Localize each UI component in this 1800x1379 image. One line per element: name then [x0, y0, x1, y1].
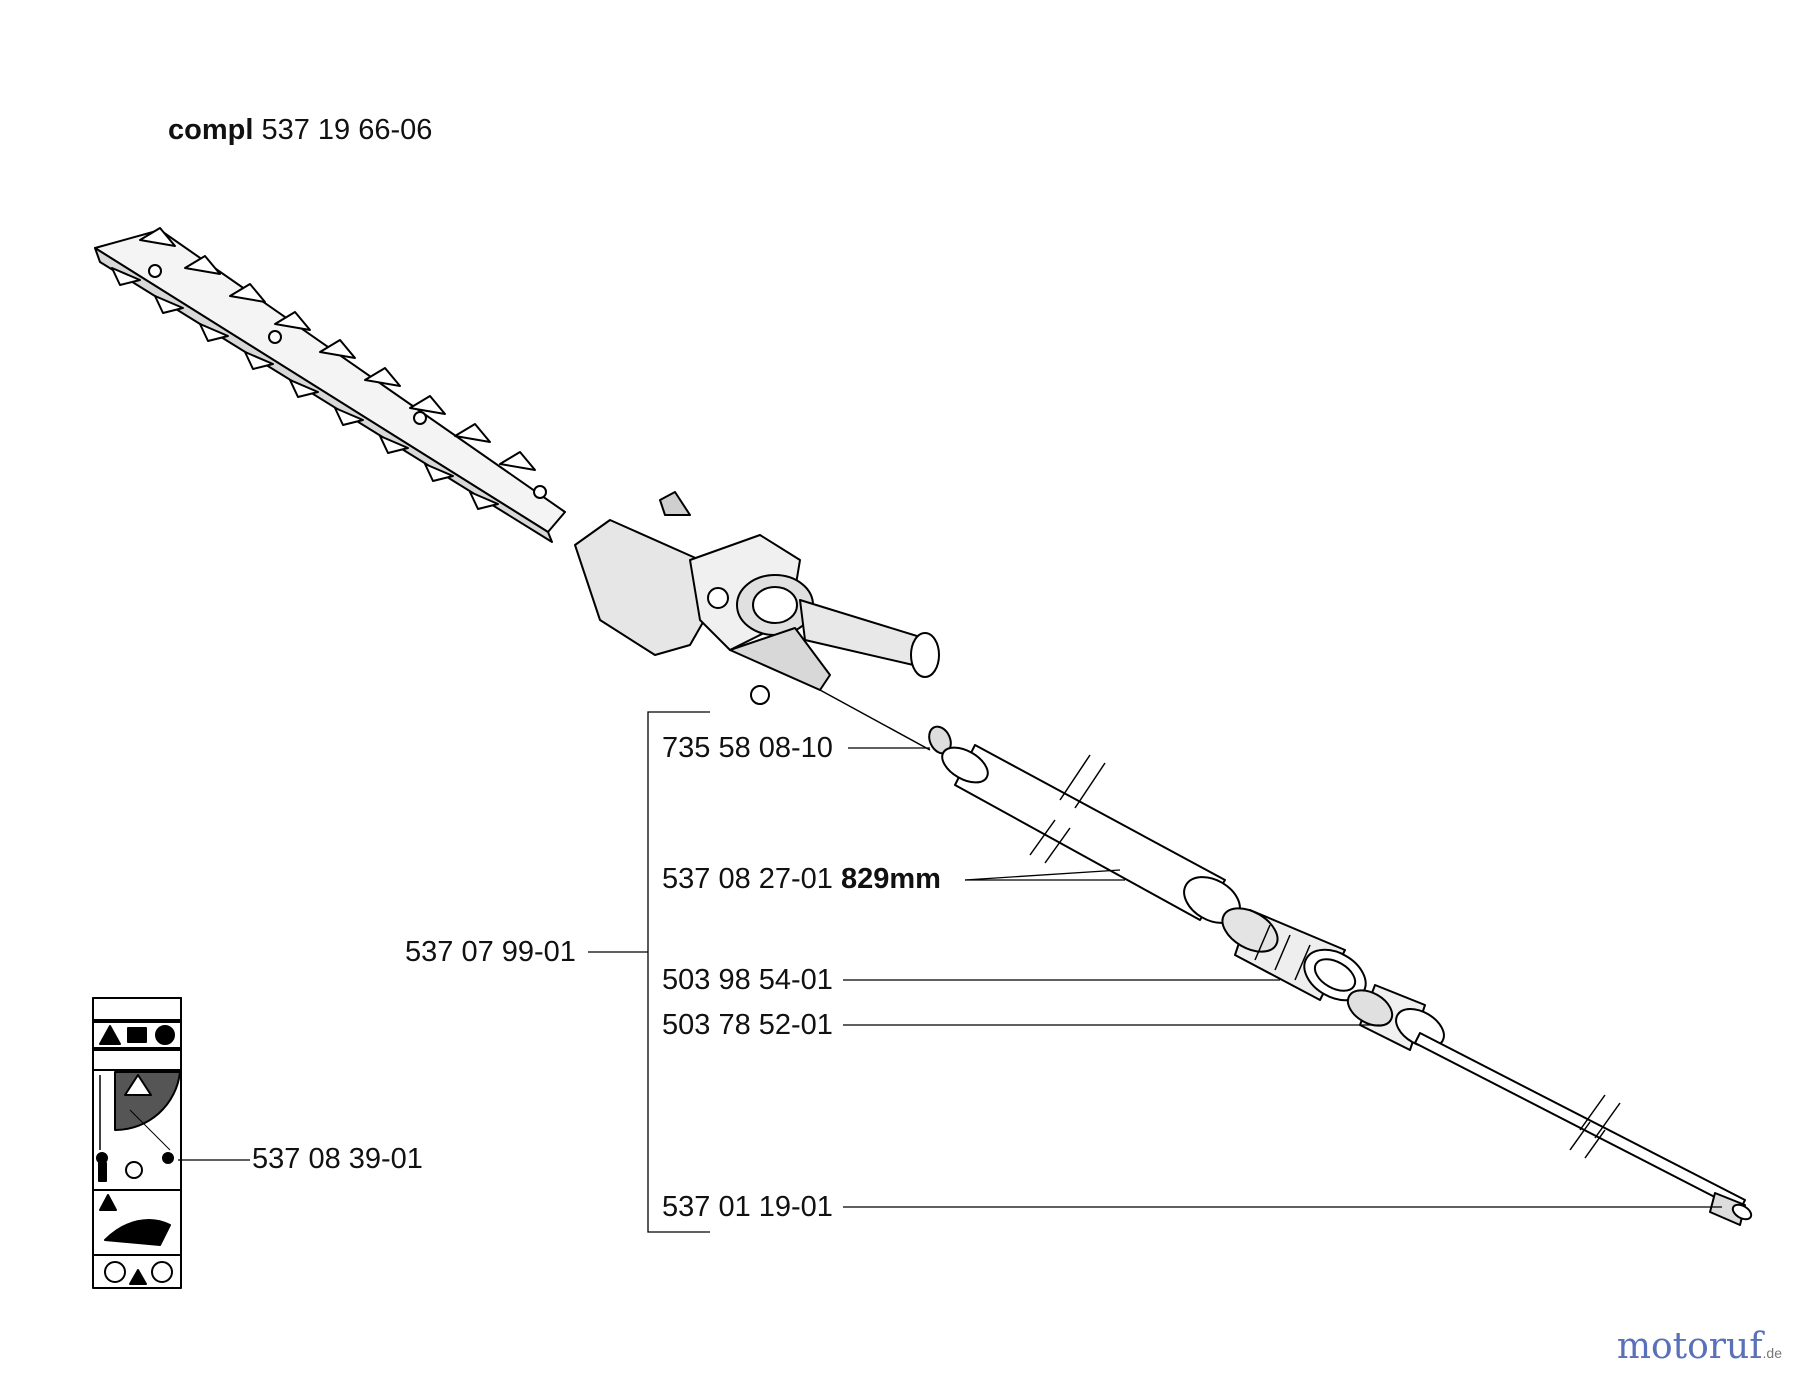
bushing-part: [1221, 907, 1367, 1002]
cutter-bar: [94, 227, 566, 543]
part-number-decal: 537 08 39-01: [252, 1143, 423, 1175]
part-number-tube: 537 08 27-01: [662, 863, 833, 895]
part-number-washer: 735 58 08-10: [662, 732, 833, 764]
warning-decal: [92, 997, 182, 1289]
tube-length: 829mm: [841, 863, 941, 895]
part-number-drive-shaft: 537 01 19-01: [662, 1191, 833, 1223]
compl-label: compl: [168, 114, 254, 146]
part-number-sleeve: 503 78 52-01: [662, 1009, 833, 1041]
part-number-assembly: 537 07 99-01: [405, 936, 576, 968]
gear-housing: [574, 491, 940, 705]
drive-shaft-part: [1414, 1032, 1753, 1226]
watermark-logo: motoruf.de: [1616, 1326, 1782, 1367]
part-number-tube-row: 537 08 27-01 829mm: [662, 865, 941, 894]
sleeve-part: [1346, 984, 1445, 1051]
tube-part: [941, 744, 1241, 924]
compl-part-number: 537 19 66-06: [261, 114, 433, 146]
assembly-bracket: [647, 711, 710, 1233]
compl-heading: compl 537 19 66-06: [168, 116, 432, 145]
part-number-bushing: 503 98 54-01: [662, 964, 833, 996]
